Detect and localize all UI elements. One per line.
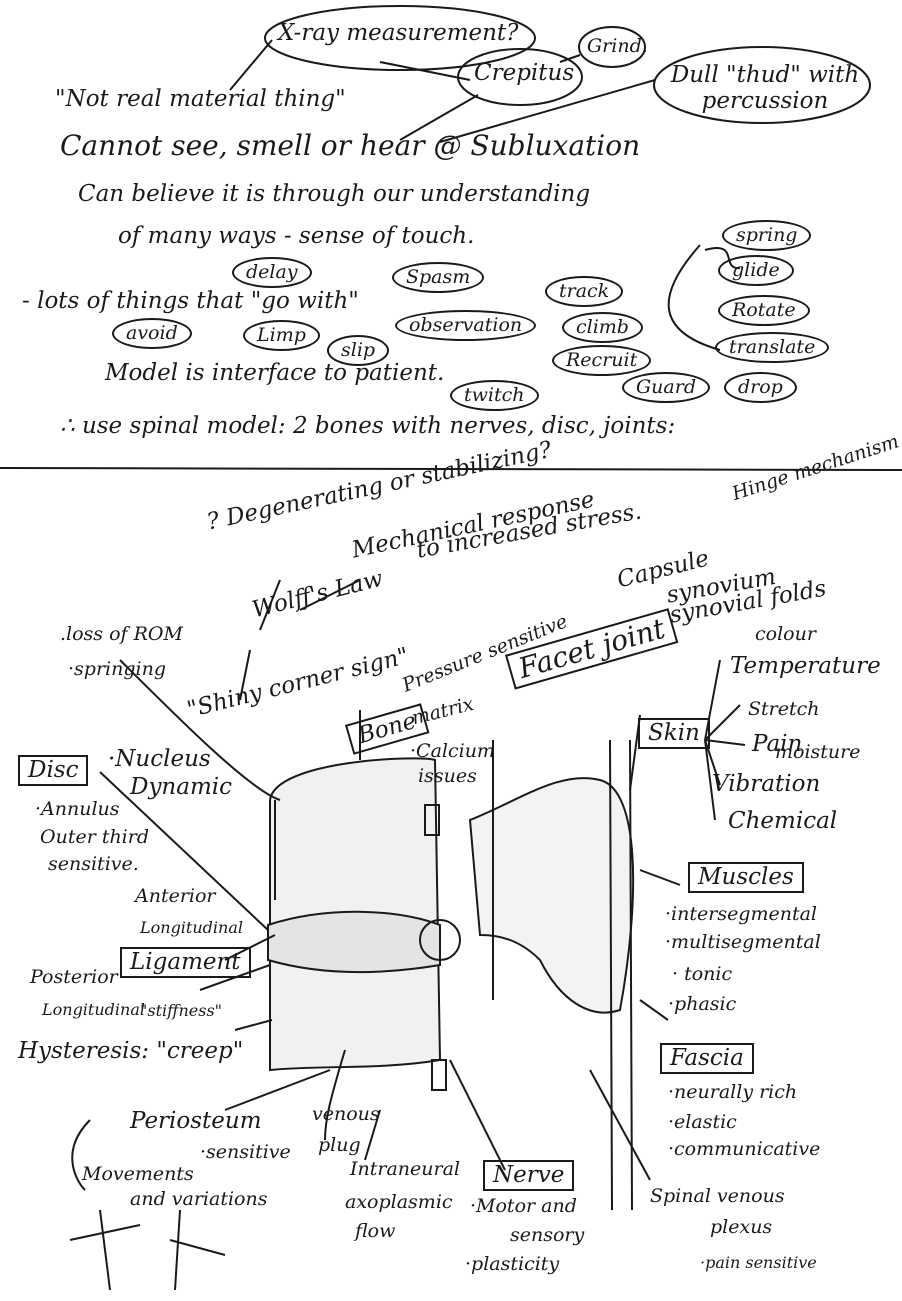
nerve-box: Nerve <box>483 1160 574 1191</box>
pain-sensitive-label: ·pain sensitive <box>700 1255 817 1271</box>
brace-curve <box>669 245 720 350</box>
stiffness-label: "stiffness" <box>140 1003 222 1019</box>
oval-translate: translate <box>715 332 829 363</box>
oval-spring: spring <box>722 220 811 251</box>
bone-calcium: ·Calcium <box>410 742 495 761</box>
disc-sensitive: sensitive. <box>48 855 139 874</box>
skin-stretch: Stretch <box>748 700 820 719</box>
oval-limp: Limp <box>243 320 320 351</box>
longitudinal-label: Longitudinal <box>140 920 243 936</box>
many-ways-line: of many ways - sense of touch. <box>118 225 474 248</box>
believe-line: Can believe it is through our understand… <box>78 183 590 206</box>
skin-temperature: Temperature <box>730 655 881 678</box>
oval-guard: Guard <box>622 372 710 403</box>
oval-spasm: Spasm <box>392 262 484 293</box>
grind-label: Grind. <box>587 37 648 56</box>
plexus-label: plexus <box>710 1218 772 1237</box>
periosteum-label: Periosteum <box>130 1110 262 1133</box>
oval-track: track <box>545 276 623 307</box>
springing: ·springing <box>68 660 166 679</box>
not-real-note: "Not real material thing" <box>55 88 346 111</box>
loss-of-rom: .loss of ROM <box>60 625 183 644</box>
muscles-tonic: · tonic <box>672 965 732 984</box>
crepitus-label: Crepitus <box>474 62 574 85</box>
disc-outer-third: Outer third <box>40 828 149 847</box>
variations-label: and variations <box>130 1190 267 1209</box>
lots-of-things-line: - lots of things that "go with" <box>22 290 359 313</box>
disc-layer <box>268 912 440 972</box>
axoplasmic-label: axoplasmic <box>345 1193 453 1212</box>
spine-line-2 <box>630 740 632 1210</box>
oval-drop: drop <box>724 372 797 403</box>
oval-glide: glide <box>718 255 794 286</box>
nerve-sensory: sensory <box>510 1226 584 1245</box>
nerve-plasticity: ·plasticity <box>465 1255 559 1274</box>
cannot-sense-line: Cannot see, smell or hear @ Subluxation <box>60 132 640 160</box>
posterior-label: Posterior <box>30 968 118 987</box>
periosteum-sensitive: ·sensitive <box>200 1143 291 1162</box>
fascia-neurally-rich: ·neurally rich <box>668 1083 797 1102</box>
disc-nucleus: ·Nucleus <box>108 748 211 771</box>
muscles-intersegmental: ·intersegmental <box>665 905 817 924</box>
muscles-box: Muscles <box>688 862 804 893</box>
disc-dynamic: Dynamic <box>130 776 232 799</box>
longitudinal-label-2: Longitudinal <box>42 1002 145 1018</box>
skin-moisture: moisture <box>775 743 860 762</box>
oval-slip: slip <box>327 335 389 366</box>
spinal-venous-label: Spinal venous <box>650 1187 785 1206</box>
movements-label: Movements <box>82 1165 194 1184</box>
flow-label: flow <box>355 1222 395 1241</box>
muscles-phasic: ·phasic <box>668 995 736 1014</box>
spinal-model-line: ∴ use spinal model: 2 bones with nerves,… <box>60 415 675 438</box>
anterior-label: Anterior <box>135 887 216 906</box>
plug-bottom <box>432 1060 446 1090</box>
skin-vibration: Vibration <box>712 773 820 796</box>
plug-label: plug <box>318 1136 361 1155</box>
skin-chemical: Chemical <box>728 810 837 833</box>
fascia-elastic: ·elastic <box>668 1113 737 1132</box>
venous-label: venous <box>312 1105 380 1124</box>
arrow-xray-notreal <box>230 40 272 90</box>
fascia-box: Fascia <box>660 1043 754 1074</box>
skin-colour: colour <box>755 625 816 644</box>
oval-delay: delay <box>232 257 312 288</box>
spinous-process <box>470 778 633 1013</box>
oval-climb: climb <box>562 312 643 343</box>
skin-box: Skin <box>638 718 710 749</box>
oval-avoid: avoid <box>112 318 192 349</box>
ligament-box: Ligament <box>120 947 251 978</box>
xray-label: X-ray measurement? <box>278 22 519 45</box>
hysteresis-creep: Hysteresis: "creep" <box>18 1040 243 1063</box>
muscles-multisegmental: ·multisegmental <box>665 933 821 952</box>
nerve-motor: ·Motor and <box>470 1197 577 1216</box>
disc-annulus: ·Annulus <box>35 800 120 819</box>
arrow-crepitus-xray <box>380 62 470 80</box>
oval-rotate: Rotate <box>718 295 810 326</box>
model-interface-line: Model is interface to patient. <box>105 362 444 385</box>
oval-twitch: twitch <box>450 380 539 411</box>
oval-observation: observation <box>395 310 536 341</box>
intraneural-label: Intraneural <box>350 1160 460 1179</box>
fascia-communicative: ·communicative <box>668 1140 820 1159</box>
disc-box: Disc <box>18 755 88 786</box>
oval-recruit: Recruit <box>552 345 651 376</box>
dull-thud-label: Dull "thud" with percussion <box>665 62 865 115</box>
bone-issues: issues <box>418 767 477 786</box>
